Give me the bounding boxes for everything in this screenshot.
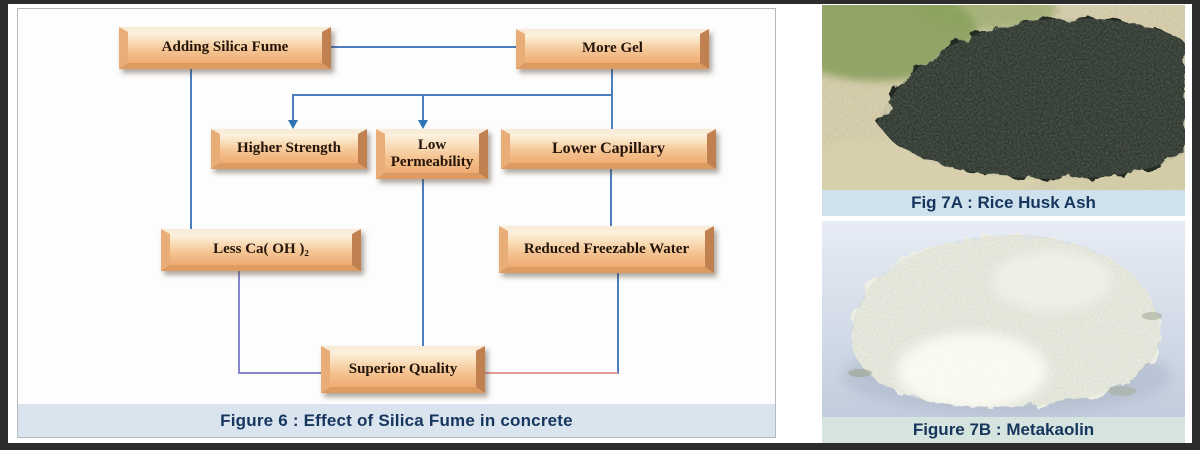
edge-addingsilica-lesscaoh xyxy=(190,69,192,229)
arrowhead-higher-strength xyxy=(288,120,298,129)
flowchart-node-adding-silica-fume: Adding Silica Fume xyxy=(119,27,331,69)
edge-freezable-superior xyxy=(485,372,618,374)
flowchart-node-more-gel: More Gel xyxy=(516,29,709,69)
flowchart-node-less-ca-oh-2: Less Ca( OH )₂ xyxy=(161,229,361,271)
photo-divider xyxy=(822,216,1185,221)
figure6-caption: Figure 6 : Effect of Silica Fume in conc… xyxy=(18,404,775,437)
edge-to-low-permeability xyxy=(422,94,424,121)
flowchart-node-lower-capillary: Lower Capillary xyxy=(501,129,716,169)
flowchart-node-higher-strength: Higher Strength xyxy=(211,129,367,169)
fig7a-caption: Fig 7A : Rice Husk Ash xyxy=(822,190,1185,216)
edge-lowercapillary-freezable xyxy=(610,169,612,226)
flowchart-node-superior-quality: Superior Quality xyxy=(321,346,485,393)
edge-addingsilica-moregel xyxy=(331,46,517,48)
edge-freezable-down xyxy=(617,273,619,374)
edge-to-lower-capillary xyxy=(611,94,613,129)
flowchart-node-low-permeability: Low Permeability xyxy=(376,129,488,179)
edge-lowpermeability-superior xyxy=(422,179,424,346)
fig7b-caption: Figure 7B : Metakaolin xyxy=(822,417,1185,443)
arrowhead-low-permeability xyxy=(418,120,428,129)
edge-moregel-stem xyxy=(611,69,613,96)
rice-husk-ash-photo xyxy=(822,5,1185,190)
edge-branch-horizontal xyxy=(292,94,612,96)
metakaolin-photo xyxy=(822,221,1185,417)
edge-lesscaoh-superior xyxy=(238,372,321,374)
photo-column: Fig 7A : Rice Husk Ash xyxy=(822,5,1185,443)
silica-fume-flowchart: Adding Silica Fume More Gel Higher Stren… xyxy=(17,8,776,438)
flowchart-node-reduced-freezable-water: Reduced Freezable Water xyxy=(499,226,714,273)
edge-lesscaoh-down xyxy=(238,271,240,374)
edge-to-higher-strength xyxy=(292,94,294,121)
